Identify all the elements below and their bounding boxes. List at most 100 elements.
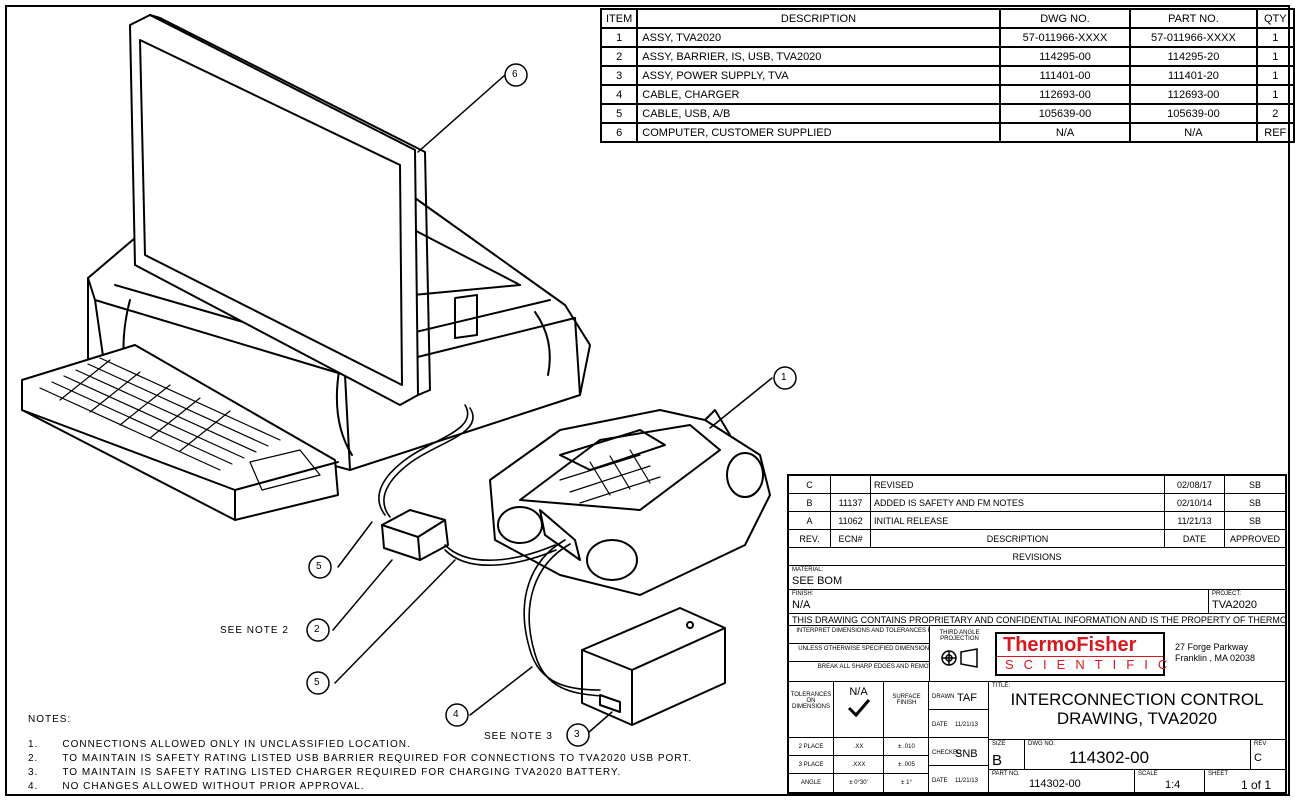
standard-note: UNLESS OTHERWISE SPECIFIED DIMENSIONS AR… [789,644,988,662]
rev-ecn [831,476,871,493]
rev-header-description: DESCRIPTION [871,530,1165,547]
size-cell: SIZE B [989,740,1025,770]
bom-description: ASSY, POWER SUPPLY, TVA [636,65,1001,86]
balloon-3: 3 [574,729,581,740]
tol-format: .XX [834,738,884,755]
note-item: 3.TO MAINTAIN IS SAFETY RATING LISTED CH… [28,767,692,778]
projection-block: THIRD ANGLE PROJECTION [929,626,989,682]
bom-qty: 1 [1255,27,1295,48]
balloon-4: 4 [453,709,460,720]
checked-value: SNB [955,748,978,760]
bom-header-description: DESCRIPTION [636,8,1001,29]
revision-header-row: REV. ECN# DESCRIPTION DATE APPROVED [789,530,1285,548]
balloon-5-upper: 5 [316,561,323,572]
tolerance-block: TOLERANCES ON DIMENSIONS N/A SURFACE FIN… [789,682,929,794]
drawn-date-value: 11/21/13 [955,722,978,728]
rev-description: INITIAL RELEASE [871,512,1165,529]
rev-date: 02/08/17 [1165,476,1225,493]
drawn-cell: DRAWN TAF [929,682,989,710]
revisions-title-row: REVISIONS [789,548,1285,566]
scale-value: 1:4 [1165,779,1181,791]
bom-item: 3 [599,65,639,86]
checked-cell: CHECKED SNB [929,738,989,766]
tol-place: ANGLE [789,774,834,792]
bom-qty: 2 [1255,103,1295,124]
bom-dwg: 112693-00 [998,84,1132,105]
dwg-number-label: DWG NO. [1028,741,1055,747]
rev-label: REV [1254,741,1267,747]
project-value: TVA2020 [1212,599,1258,611]
tol-place: 2 PLACE [789,738,834,755]
third-angle-projection-icon [941,648,978,668]
bom-header-row: ITEM DESCRIPTION DWG NO. PART NO. QTY [599,8,1295,29]
tol-value: ± 1° [901,780,912,786]
bom-qty: 1 [1255,65,1295,86]
bom-part: 114295-20 [1129,46,1258,67]
note-item: 4.NO CHANGES ALLOWED WITHOUT PRIOR APPRO… [28,781,692,792]
rev-letter: B [789,494,831,511]
balloon-5-lower: 5 [314,677,321,688]
title-label: TITLE: [992,683,1011,689]
tol-value: ± .005 [898,761,915,768]
note-item: 2.TO MAINTAIN IS SAFETY RATING LISTED US… [28,753,692,764]
bom-part: N/A [1129,122,1258,143]
monitor [129,14,431,406]
tolerance-na-value: N/A [849,686,868,698]
drawing-title-cell: TITLE: INTERCONNECTION CONTROL DRAWING, … [989,682,1285,740]
brand-name: ThermoFisher [997,634,1163,656]
rev-value: C [1254,752,1262,764]
company-address: 27 Forge Parkway Franklin , MA 02038 [1175,642,1255,664]
rev-approved: SB [1248,497,1261,508]
finish-value: N/A [792,599,811,611]
bom-description: COMPUTER, CUSTOMER SUPPLIED [636,122,1001,143]
bom-header-dwg: DWG NO. [998,8,1132,29]
tolerance-rows: 2 PLACE .XX ± .010 3 PLACE .XXX ± .005 A… [789,738,929,792]
bom-item: 1 [599,27,639,48]
checked-label: CHECKED [932,750,962,756]
rev-letter: A [789,512,831,529]
bom-qty: REF [1255,122,1295,143]
bom-header-qty: QTY [1255,8,1295,29]
see-note-2-callout: SEE NOTE 2 [220,625,289,636]
bom-dwg: N/A [998,122,1132,143]
note-item: 1.CONNECTIONS ALLOWED ONLY IN UNCLASSIFI… [28,739,692,750]
dwg-number-value: 114302-00 [1069,748,1150,767]
bom-part: 112693-00 [1129,84,1258,105]
rev-date: 11/21/13 [1165,512,1225,529]
rev-letter: C [789,476,831,493]
rev-approved: SB [1248,479,1261,490]
bom-qty: 1 [1255,46,1295,67]
tva2020-instrument [489,409,771,596]
rev-header-rev: REV. [789,530,831,547]
tol-place: 3 PLACE [789,756,834,773]
rev-date: 02/10/14 [1165,494,1225,511]
scale-label: SCALE [1138,771,1158,777]
notes-title: NOTES: [28,714,72,725]
balloon-6: 6 [512,69,519,80]
bom-description: CABLE, CHARGER [636,84,1001,105]
drawn-label: DRAWN [932,694,955,700]
part-number-cell: PART NO. 114302-00 [989,770,1135,794]
standard-note: INTERPRET DIMENSIONS AND TOLERANCES PER … [789,626,988,644]
tol-format: .XXX [834,756,884,773]
proprietary-notice: THIS DRAWING CONTAINS PROPRIETARY AND CO… [789,614,1285,626]
drawn-date-cell: DATE 11/21/13 [929,710,989,738]
approvals-block: DRAWN TAF DATE 11/21/13 CHECKED SNB DATE… [929,682,989,794]
checkmark-icon [847,699,870,718]
see-note-3-callout: SEE NOTE 3 [484,731,553,742]
material-label: MATERIAL: [792,567,824,573]
material-value: SEE BOM [792,575,843,587]
scale-cell: SCALE 1:4 [1135,770,1205,794]
note-number: 3. [28,767,39,778]
drawn-value: TAF [957,692,977,704]
bom-description: ASSY, BARRIER, IS, USB, TVA2020 [636,46,1001,67]
tol-value: ± .010 [898,743,915,750]
bom-part: 57-011966-XXXX [1129,27,1258,48]
tolerance-row: 3 PLACE .XXX ± .005 [789,756,929,774]
company-logo: ThermoFisher SCIENTIFIC [995,632,1167,676]
